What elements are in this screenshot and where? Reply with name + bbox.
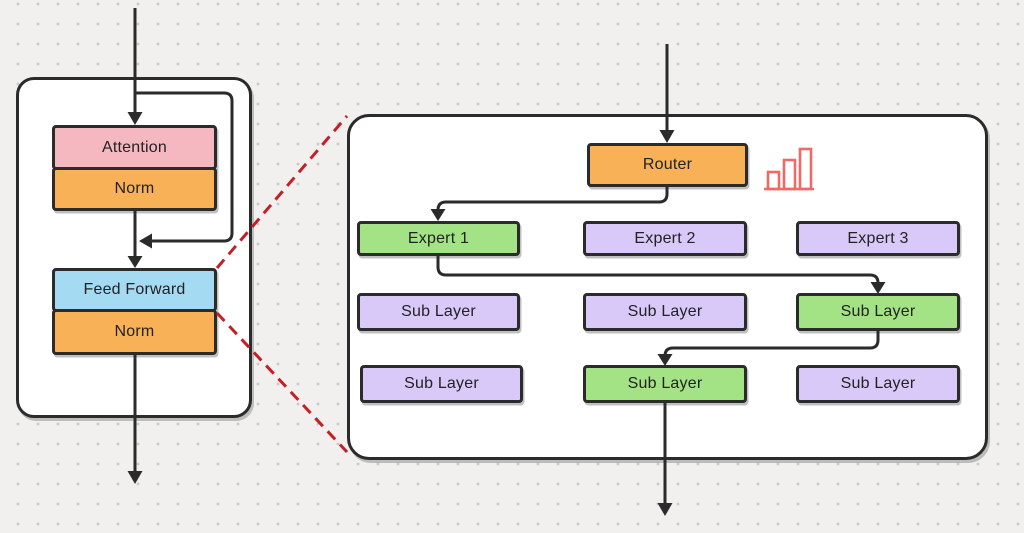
node-feed-forward-label: Feed Forward xyxy=(83,281,186,298)
node-attention-label: Attention xyxy=(102,138,167,156)
node-norm-top: Norm xyxy=(52,167,217,211)
node-sub-layer-r1c1-label: Sub Layer xyxy=(401,303,476,320)
node-router-label: Router xyxy=(642,156,693,173)
node-sub-layer-r2c3: Sub Layer xyxy=(796,365,960,403)
node-sub-layer-r1c3-label: Sub Layer xyxy=(840,303,916,320)
node-expert-1-label: Expert 1 xyxy=(407,229,470,247)
feedforward-norm-group: Feed Forward Norm xyxy=(52,268,217,355)
node-norm-bottom-label: Norm xyxy=(114,323,155,340)
node-expert-2-label: Expert 2 xyxy=(634,229,696,247)
node-expert-2: Expert 2 xyxy=(583,221,747,256)
node-sub-layer-r2c2-label: Sub Layer xyxy=(627,375,703,392)
node-sub-layer-r1c1: Sub Layer xyxy=(357,293,520,331)
node-expert-3-label: Expert 3 xyxy=(847,229,909,247)
node-router: Router xyxy=(587,143,748,187)
node-sub-layer-r1c3: Sub Layer xyxy=(796,293,960,331)
node-expert-3: Expert 3 xyxy=(796,221,960,256)
attention-norm-group: Attention Norm xyxy=(52,125,217,211)
node-sub-layer-r2c1-label: Sub Layer xyxy=(404,375,479,392)
node-norm-bottom: Norm xyxy=(52,309,217,355)
node-sub-layer-r1c2-label: Sub Layer xyxy=(627,303,703,320)
node-sub-layer-r1c2: Sub Layer xyxy=(583,293,747,331)
node-sub-layer-r2c1: Sub Layer xyxy=(360,365,523,403)
node-attention: Attention xyxy=(52,125,217,170)
node-feed-forward: Feed Forward xyxy=(52,268,217,312)
node-norm-top-label: Norm xyxy=(114,180,155,197)
node-expert-1: Expert 1 xyxy=(357,221,520,256)
node-sub-layer-r2c2: Sub Layer xyxy=(583,365,747,403)
node-sub-layer-r2c3-label: Sub Layer xyxy=(840,375,916,392)
